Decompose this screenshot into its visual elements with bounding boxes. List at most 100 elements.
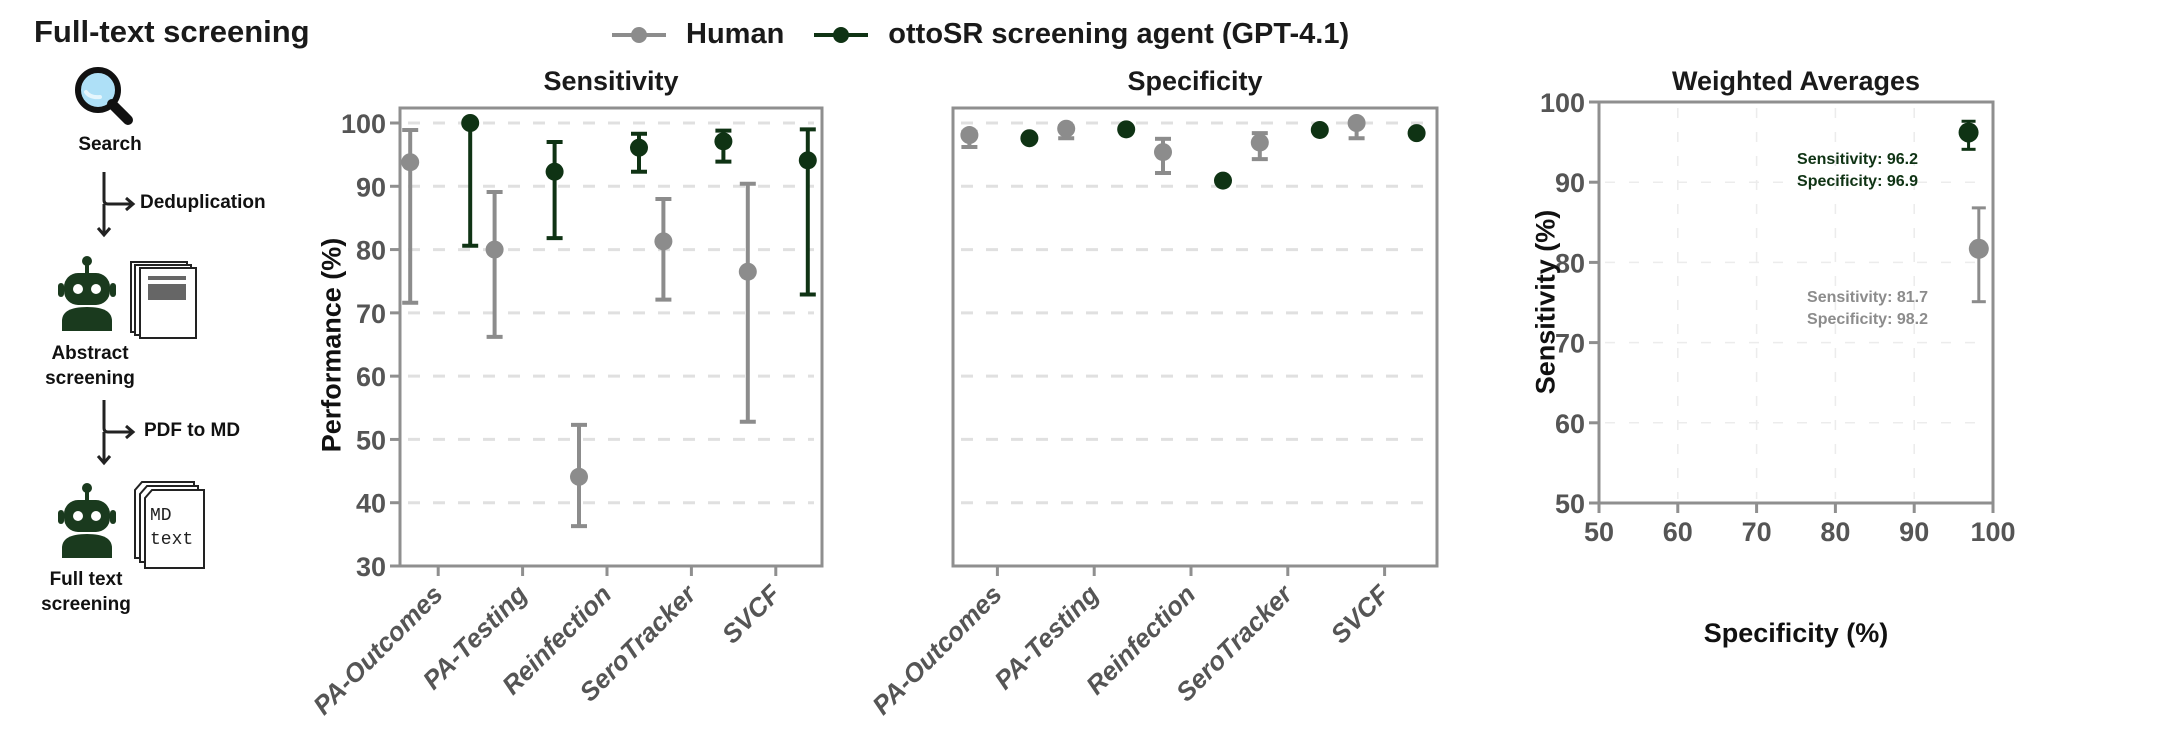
agent-point bbox=[1020, 129, 1039, 148]
agent-point bbox=[461, 114, 480, 248]
data-point bbox=[1214, 171, 1232, 190]
figure-title: Full-text screening bbox=[34, 14, 310, 49]
human-point bbox=[1057, 119, 1076, 141]
branch-arrow-icon bbox=[96, 172, 136, 238]
agent-point bbox=[1407, 124, 1426, 143]
agent-point bbox=[1310, 120, 1329, 139]
data-point bbox=[1057, 119, 1076, 138]
sensitivity-specificity-plots: 30405060708090100PA-OutcomesPA-TestingRe… bbox=[307, 106, 1439, 720]
y-tick-label: 70 bbox=[356, 299, 386, 329]
data-point bbox=[630, 138, 648, 157]
legend-label-human: Human bbox=[686, 18, 785, 50]
agent-average-point bbox=[1958, 119, 1979, 151]
data-point bbox=[960, 126, 979, 145]
x-tick-label: 80 bbox=[1820, 517, 1850, 547]
y-tick-label: 50 bbox=[356, 425, 386, 455]
robot-icon bbox=[58, 256, 116, 331]
x-tick-label: 60 bbox=[1663, 517, 1693, 547]
data-point bbox=[1117, 120, 1136, 139]
data-point bbox=[1250, 133, 1269, 152]
data-point bbox=[798, 151, 817, 170]
human-point bbox=[485, 189, 504, 339]
data-point bbox=[654, 232, 673, 251]
legend-label-agent: ottoSR screening agent (GPT-4.1) bbox=[888, 18, 1350, 50]
step-abstract-line2: screening bbox=[45, 368, 135, 389]
x-tick-label: 100 bbox=[1970, 517, 2015, 547]
step-pdf-to-md-label: PDF to MD bbox=[144, 420, 241, 441]
sensitivity-axis-label: Sensitivity (%) bbox=[1530, 209, 1561, 395]
markdown-document-stack: MD text bbox=[132, 480, 212, 572]
legend-item-human: Human bbox=[612, 18, 784, 51]
step-deduplication-label: Deduplication bbox=[140, 192, 266, 213]
plot-frame bbox=[398, 106, 824, 568]
step-fulltext-line1: Full text bbox=[49, 569, 123, 590]
doc-text-md: MD bbox=[150, 506, 172, 526]
data-point bbox=[461, 114, 480, 132]
y-tick-label: 80 bbox=[1555, 248, 1585, 278]
magnifier-icon bbox=[75, 67, 133, 125]
plot-frame bbox=[1597, 100, 1995, 505]
agent-point bbox=[545, 139, 564, 241]
data-point bbox=[570, 467, 588, 486]
agent-point bbox=[1214, 171, 1232, 190]
chart-legend: Human ottoSR screening agent (GPT-4.1) bbox=[612, 18, 1365, 51]
y-tick-label: 70 bbox=[1555, 329, 1585, 359]
document-stack-icon bbox=[130, 261, 197, 339]
data-point bbox=[1154, 143, 1172, 162]
data-point bbox=[1407, 124, 1426, 143]
step-fulltext-line2: screening bbox=[41, 594, 131, 615]
data-point bbox=[1958, 122, 1979, 143]
sensitivity-panel-title: Sensitivity bbox=[543, 66, 679, 96]
human-point bbox=[570, 422, 588, 529]
y-tick-label: 100 bbox=[1540, 88, 1585, 118]
step-abstract-label: Abstract screening bbox=[30, 341, 150, 391]
doc-text-text: text bbox=[150, 530, 194, 550]
legend-marker-agent-icon bbox=[814, 26, 869, 43]
point-annotation: Specificity: 96.9 bbox=[1797, 173, 1918, 190]
y-tick-label: 60 bbox=[1555, 409, 1585, 439]
human-point bbox=[960, 126, 979, 150]
point-annotation: Specificity: 98.2 bbox=[1807, 311, 1928, 328]
x-tick-label: 70 bbox=[1742, 517, 1772, 547]
step-abstract-line1: Abstract bbox=[51, 343, 129, 364]
human-average-point bbox=[1968, 206, 1989, 304]
plot-frame bbox=[951, 106, 1439, 568]
data-point bbox=[1020, 129, 1039, 148]
x-tick-label: 50 bbox=[1584, 517, 1614, 547]
data-point bbox=[1968, 238, 1989, 259]
human-point bbox=[401, 127, 420, 305]
human-point bbox=[1347, 114, 1366, 141]
data-point bbox=[1310, 120, 1329, 139]
data-point bbox=[545, 162, 564, 181]
document-stack-icon bbox=[134, 481, 205, 569]
y-tick-label: 60 bbox=[356, 362, 386, 392]
data-point bbox=[485, 240, 504, 259]
workflow-diagram: Search Deduplication Abstract screening bbox=[0, 0, 300, 732]
step-fulltext-label: Full text screening bbox=[26, 567, 146, 617]
legend-marker-human-icon bbox=[612, 26, 666, 43]
y-tick-label: 90 bbox=[1555, 168, 1585, 198]
robot-icon bbox=[58, 483, 116, 558]
y-tick-label: 80 bbox=[356, 236, 386, 266]
agent-point bbox=[1117, 120, 1136, 139]
human-point bbox=[738, 181, 757, 424]
point-annotation: Sensitivity: 96.2 bbox=[1797, 151, 1918, 168]
y-tick-label: 30 bbox=[356, 552, 386, 582]
agent-point bbox=[798, 127, 817, 297]
human-point bbox=[1250, 131, 1269, 162]
x-tick-label: 90 bbox=[1899, 517, 1929, 547]
weighted-panel-title: Weighted Averages bbox=[1671, 66, 1921, 96]
specificity-axis-label: Specificity (%) bbox=[1703, 618, 1889, 648]
step-search-label: Search bbox=[78, 134, 142, 155]
y-tick-label: 90 bbox=[356, 172, 386, 202]
data-point bbox=[401, 153, 420, 172]
agent-point bbox=[630, 131, 648, 174]
y-tick-label: 100 bbox=[341, 109, 386, 139]
agent-point bbox=[714, 128, 733, 164]
data-point bbox=[1347, 114, 1366, 132]
specificity-panel-title: Specificity bbox=[1127, 66, 1263, 96]
y-tick-label: 50 bbox=[1555, 489, 1585, 519]
data-point bbox=[738, 262, 757, 281]
legend-item-agent: ottoSR screening agent (GPT-4.1) bbox=[814, 18, 1349, 51]
